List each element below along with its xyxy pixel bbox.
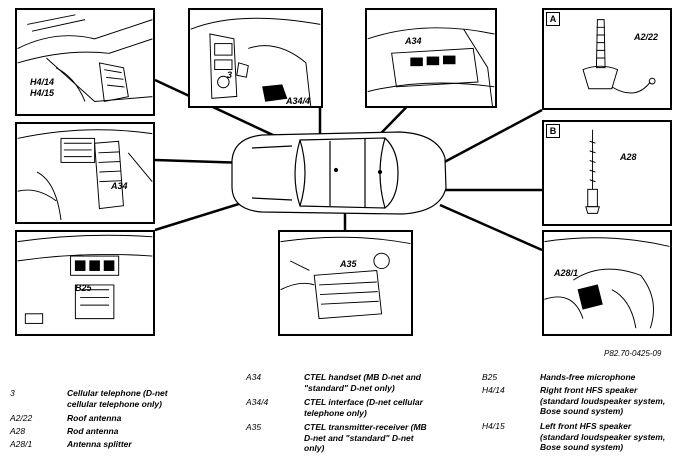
- car-top-view: [231, 131, 447, 215]
- legend-code: A35: [246, 422, 262, 432]
- legend-line: (standard loudspeaker system,: [540, 395, 666, 406]
- legend-line: Right front HFS speaker: [540, 385, 638, 395]
- legend-code: H4/15: [482, 421, 505, 431]
- callout-a35: A35: [340, 259, 357, 269]
- legend-line: CTEL interface (D-net cellular: [304, 397, 423, 407]
- console-illustration: [190, 17, 321, 106]
- legend-desc: CTEL transmitter-receiver (MB D-net and …: [304, 422, 427, 454]
- legend-desc: Rod antenna: [67, 426, 119, 436]
- detail-letter-b: B: [546, 124, 560, 138]
- panel-detail-b-rod-antenna: B A28: [542, 120, 672, 226]
- callout-b25: B25: [75, 283, 92, 293]
- legend-line: Bose sound system): [540, 442, 624, 452]
- legend-line: telephone only): [304, 407, 367, 418]
- legend-code: A28: [10, 426, 26, 436]
- legend-code: A34/4: [246, 397, 269, 407]
- rod-antenna-illustration: [585, 129, 600, 214]
- trunk-illustration: [280, 236, 411, 320]
- legend-code: A34: [246, 372, 262, 382]
- legend-desc: Antenna splitter: [67, 439, 132, 449]
- legend-code: H4/14: [482, 385, 505, 395]
- roof-antenna-illustration: [582, 19, 656, 94]
- legend-desc: Hands-free microphone: [540, 372, 636, 382]
- legend-code: 3: [10, 388, 15, 398]
- panel-center-console-handset: A34: [15, 122, 155, 224]
- callout-a2-22: A2/22: [634, 32, 659, 42]
- panel-handset-console: A34: [365, 8, 497, 108]
- legend-line: (standard loudspeaker system,: [540, 431, 666, 442]
- detail-letter-a: A: [546, 12, 560, 26]
- legend-line: Cellular telephone (D-net: [67, 388, 168, 398]
- legend-line: Left front HFS speaker: [540, 421, 632, 431]
- legend-line: cellular telephone only): [67, 398, 162, 409]
- panel-antenna-splitter: A28/1: [542, 230, 672, 336]
- legend-code: B25: [482, 372, 498, 382]
- legend-line: CTEL transmitter-receiver (MB: [304, 422, 427, 432]
- center-console-illustration: [17, 129, 153, 221]
- legend-line: "standard" D-net only): [304, 382, 395, 393]
- callout-h4-15: H4/15: [30, 88, 55, 98]
- panel-transmitter-receiver: A35: [278, 230, 413, 336]
- legend-desc: Left front HFS speaker (standard loudspe…: [540, 421, 665, 453]
- legend-desc: Roof antenna: [67, 413, 122, 423]
- overhead-illustration: [17, 234, 153, 324]
- legend-desc: Right front HFS speaker (standard loudsp…: [540, 385, 665, 417]
- callout-3: 3: [227, 70, 233, 80]
- callout-h4-14: H4/14: [30, 77, 55, 87]
- legend-line: only): [304, 443, 325, 453]
- callout-a34-4: A34/4: [286, 96, 311, 106]
- callout-a34-mid: A34: [111, 181, 128, 191]
- panel-console-interface: 3 A34/4: [188, 8, 323, 108]
- legend-desc: Cellular telephone (D-net cellular telep…: [67, 388, 168, 409]
- legend-desc: CTEL handset (MB D-net and "standard" D-…: [304, 372, 421, 393]
- panel-detail-a-roof-antenna: A A2/22: [542, 8, 672, 110]
- callout-a28: A28: [620, 152, 637, 162]
- figure-reference: P82.70-0425-09: [604, 349, 662, 358]
- panel-overhead-microphone: B25: [15, 230, 155, 336]
- handset-console-illustration: [367, 27, 495, 106]
- legend-line: D-net and "standard" D-net: [304, 432, 414, 443]
- legend-code: A2/22: [10, 413, 33, 423]
- callout-a28-1: A28/1: [554, 268, 579, 278]
- panel-dashboard-speakers: H4/14 H4/15: [15, 8, 155, 116]
- callout-a34-top: A34: [405, 36, 422, 46]
- connector-lines: [154, 78, 543, 252]
- legend-code: A28/1: [10, 439, 33, 449]
- wheel-well-illustration: [544, 237, 670, 329]
- legend-line: CTEL handset (MB D-net and: [304, 372, 421, 382]
- legend-line: Bose sound system): [540, 406, 624, 416]
- legend-desc: CTEL interface (D-net cellular telephone…: [304, 397, 423, 418]
- dashboard-illustration: [17, 14, 153, 103]
